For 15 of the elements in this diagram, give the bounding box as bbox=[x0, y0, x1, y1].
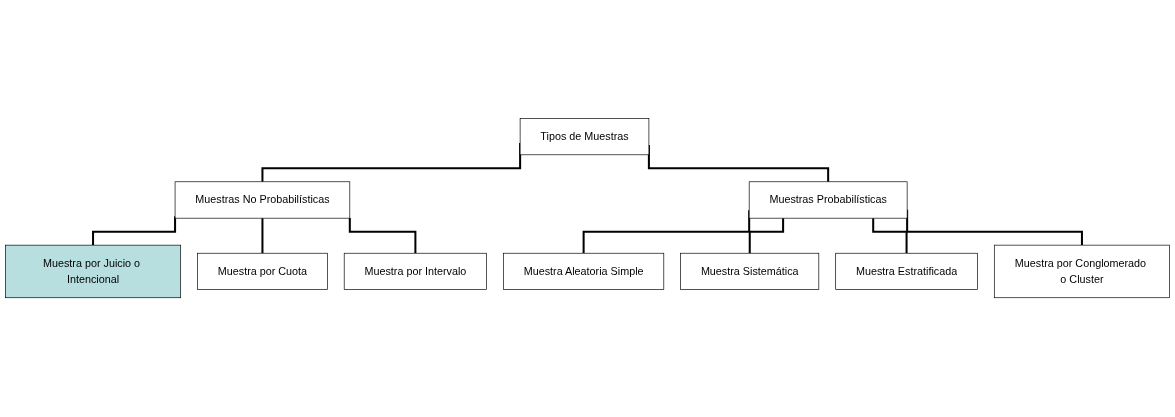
node-box: Muestra por Intervalo bbox=[343, 253, 487, 291]
connector bbox=[261, 218, 264, 255]
node-box: Muestra Estratificada bbox=[835, 253, 978, 291]
node-box: Muestra Aleatoria Simple bbox=[503, 253, 665, 291]
node-box: Muestra por Conglomerado o Cluster bbox=[993, 245, 1170, 299]
connector bbox=[348, 218, 417, 255]
connector bbox=[748, 218, 785, 255]
node-box: Muestra por Juicio o Intencional bbox=[5, 245, 182, 299]
node-box: Muestra Sistemática bbox=[680, 253, 820, 291]
node-box: Muestra por Cuota bbox=[197, 253, 328, 291]
connector bbox=[92, 216, 177, 247]
node-box: Muestras Probabilísticas bbox=[748, 181, 908, 219]
node-box: Muestras No Probabilísticas bbox=[174, 181, 351, 219]
connector bbox=[872, 218, 908, 255]
node-box: Tipos de Muestras bbox=[519, 118, 650, 156]
